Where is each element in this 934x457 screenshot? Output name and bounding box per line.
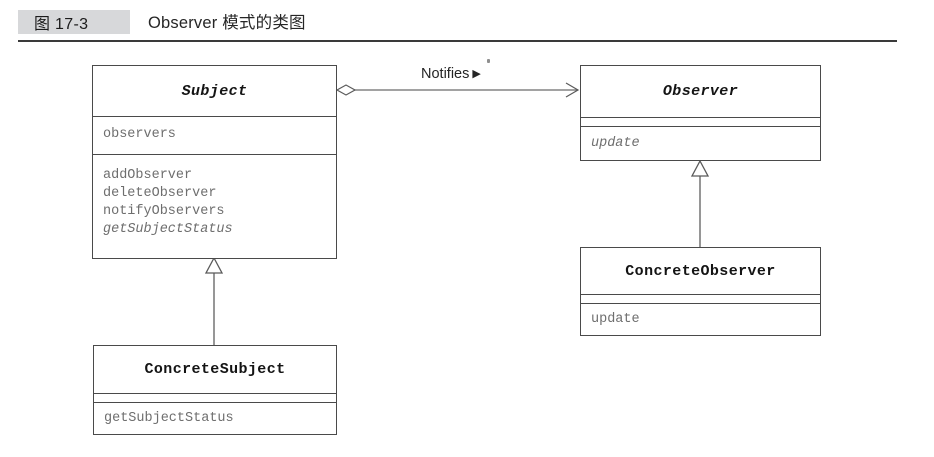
uml-class-concrete-subject-title: ConcreteSubject <box>144 361 286 378</box>
direction-arrow-icon: ▶ <box>472 68 481 80</box>
scan-speck-artifact <box>487 59 490 63</box>
uml-class-concrete-observer-operations: update <box>581 303 820 335</box>
uml-class-concrete-subject-operations: getSubjectStatus <box>94 402 336 434</box>
generalization-triangle-icon <box>204 256 224 274</box>
uml-class-subject-operations: addObserver deleteObserver notifyObserve… <box>93 154 336 258</box>
figure-caption-badge: 图 17-3 <box>18 10 130 34</box>
uml-operation-abstract: update <box>591 136 640 151</box>
uml-class-concrete-observer[interactable]: ConcreteObserver update <box>580 247 821 336</box>
uml-class-observer-title: Observer <box>662 83 739 100</box>
uml-class-subject-title: Subject <box>181 82 248 100</box>
connector-concreteobserver-extends-observer <box>690 159 710 247</box>
uml-class-observer-attributes <box>581 117 820 126</box>
uml-operation: notifyObservers <box>103 204 225 219</box>
uml-class-concrete-observer-attributes <box>581 294 820 303</box>
uml-class-concrete-observer-title: ConcreteObserver <box>625 262 776 280</box>
figure-title: Observer 模式的类图 <box>148 14 306 32</box>
connector-subject-notifies-observer <box>335 82 580 98</box>
uml-operation: deleteObserver <box>103 186 217 201</box>
uml-attribute: observers <box>103 127 176 142</box>
uml-class-observer[interactable]: Observer update <box>580 65 821 161</box>
aggregation-diamond-icon <box>335 84 357 96</box>
uml-class-concrete-subject[interactable]: ConcreteSubject getSubjectStatus <box>93 345 337 435</box>
uml-operation: getSubjectStatus <box>104 411 234 426</box>
caption-badge-background: 图 17-3 <box>18 10 130 34</box>
caption-divider-rule <box>18 40 897 42</box>
uml-class-subject-attributes: observers <box>93 116 336 154</box>
connector-concretesubject-extends-subject <box>204 256 224 345</box>
uml-class-observer-operations: update <box>581 126 820 160</box>
uml-operation: addObserver <box>103 168 193 183</box>
uml-class-concrete-subject-attributes <box>94 393 336 402</box>
uml-class-subject[interactable]: Subject observers addObserver deleteObse… <box>92 65 337 259</box>
generalization-triangle-icon <box>690 159 710 177</box>
figure-number: 图 17-3 <box>34 16 89 33</box>
uml-operation: update <box>591 312 640 327</box>
edge-label-notifies-text: Notifies <box>421 66 470 82</box>
open-arrowhead-icon <box>565 82 580 98</box>
uml-operation-abstract: getSubjectStatus <box>103 222 233 237</box>
edge-label-notifies: Notifies▶ <box>421 66 481 82</box>
